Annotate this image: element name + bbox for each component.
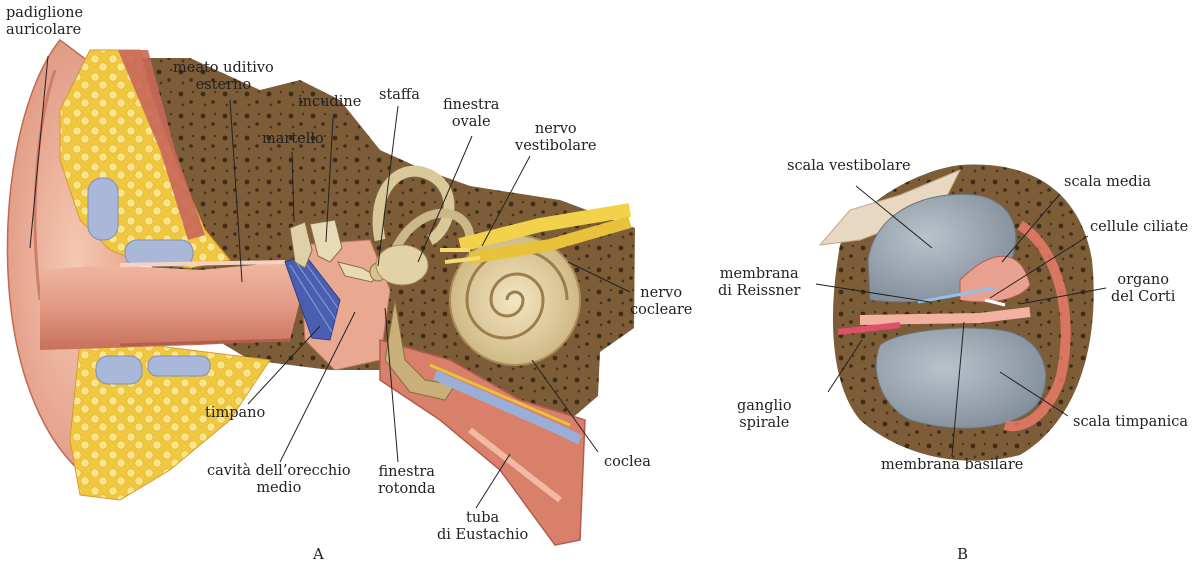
label-cellule-ciliate: cellule ciliate: [1090, 219, 1189, 235]
label-staffa: staffa: [379, 87, 420, 103]
malleus: [289, 221, 313, 269]
label-scala-media: scala media: [1064, 174, 1151, 190]
panel-b-leader-lines: [815, 185, 1107, 457]
panel-letter-a: A: [313, 545, 324, 563]
label-scala-vestibolare: scala vestibolare: [787, 158, 911, 174]
label-timpano: timpano: [205, 405, 266, 421]
panel-b-illustration: [818, 164, 1094, 461]
label-coclea: coclea: [604, 454, 651, 470]
label-membrana-basilare: membrana basilare: [881, 457, 1024, 473]
panel-a-leader-lines: [29, 55, 631, 509]
label-incudine: incudine: [298, 94, 362, 110]
external-auditory-canal: [40, 262, 300, 350]
semicircular-canals: [372, 165, 455, 245]
label-scala-timpanica: scala timpanica: [1073, 414, 1188, 430]
label-martello: martello: [262, 131, 324, 147]
vestibular-nerve: [458, 203, 632, 252]
scala-tympani-area: [875, 327, 1047, 429]
cochlear-nerve: [469, 216, 632, 264]
panel-letter-b: B: [957, 545, 969, 563]
panel-a-illustration: [6, 38, 635, 546]
